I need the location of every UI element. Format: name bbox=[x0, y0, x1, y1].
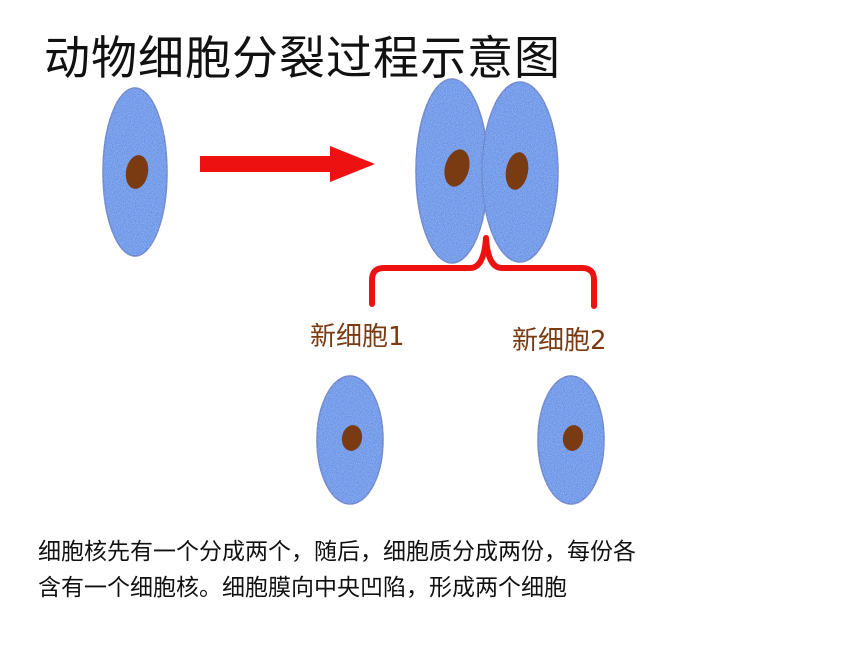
new-cell-2 bbox=[537, 375, 605, 505]
dividing-cell bbox=[415, 78, 559, 264]
new-cell-1-label: 新细胞1 bbox=[310, 322, 405, 352]
description-line-2: 含有一个细胞核。细胞膜向中央凹陷，形成两个细胞 bbox=[38, 575, 567, 601]
new-cell-1 bbox=[316, 375, 384, 505]
nucleus-left bbox=[444, 149, 470, 187]
description-line-1: 细胞核先有一个分成两个，随后，细胞质分成两份，每份各 bbox=[38, 539, 636, 565]
bracket bbox=[369, 235, 597, 309]
nucleus bbox=[125, 155, 149, 189]
description-text: 细胞核先有一个分成两个，随后，细胞质分成两份，每份各 含有一个细胞核。细胞膜向中… bbox=[38, 534, 828, 606]
nucleus-right bbox=[505, 152, 529, 190]
original-cell bbox=[102, 87, 168, 257]
nucleus bbox=[341, 425, 363, 451]
nucleus bbox=[562, 425, 584, 451]
process-arrow-icon bbox=[200, 146, 375, 182]
new-cell-2-label: 新细胞2 bbox=[512, 326, 607, 356]
page-title: 动物细胞分裂过程示意图 bbox=[44, 31, 561, 85]
